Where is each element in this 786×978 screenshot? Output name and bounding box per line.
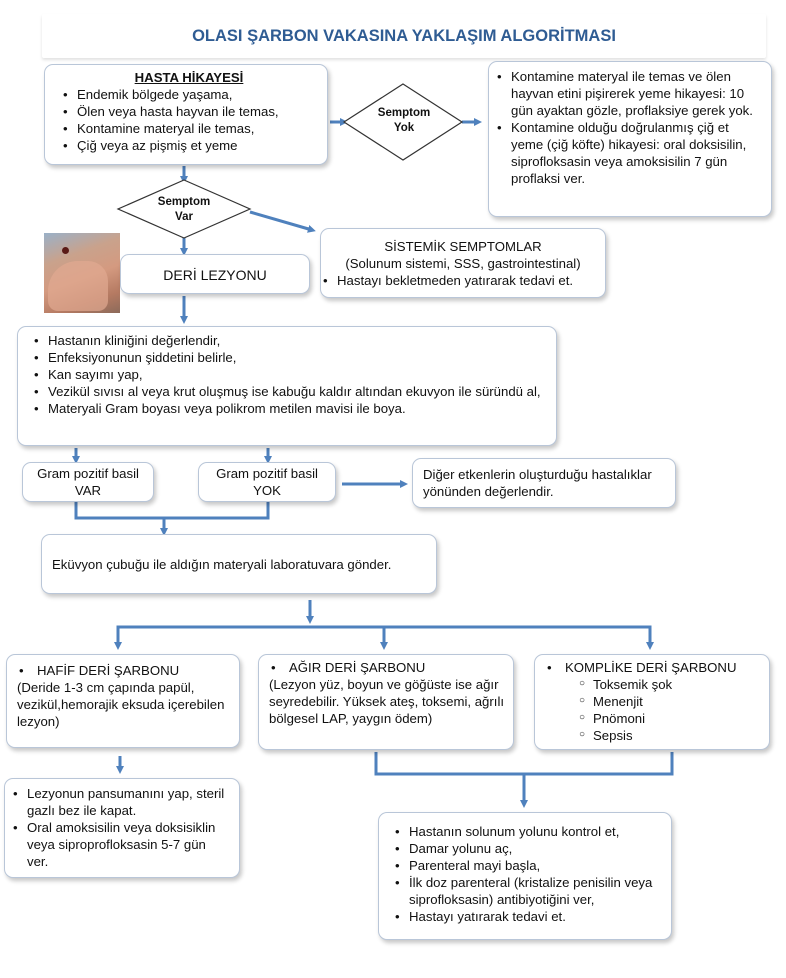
- decision-no-diamond: [342, 83, 464, 161]
- lab-box: Eküvyon çubuğu ile aldığın materyali lab…: [41, 534, 437, 594]
- mild-box: HAFİF DERİ ŞARBONU (Deride 1-3 cm çapınd…: [6, 654, 240, 748]
- skin-lesion-photo: [44, 233, 120, 313]
- other-causes-text: Diğer etkenlerin oluşturduğu hastalıklar…: [423, 467, 652, 499]
- history-heading: HASTA HİKAYESİ: [134, 70, 244, 85]
- complication-item: Toksemik şok: [579, 675, 761, 693]
- severe-treatment-item: Damar yolunu aç,: [393, 840, 659, 857]
- severe-treatment-item: Parenteral mayi başla,: [393, 857, 659, 874]
- mild-treatment-item: Oral amoksisilin veya doksisiklin veya s…: [11, 819, 229, 870]
- history-item: Kontamine materyal ile temas,: [61, 120, 317, 137]
- systemic-item: Hastayı bekletmeden yatırarak tedavi et.: [321, 272, 597, 289]
- systemic-subtitle: (Solunum sistemi, SSS, gastrointestinal): [345, 256, 581, 271]
- page-title: OLASI ŞARBON VAKASINA YAKLAŞIM ALGORİTMA…: [42, 14, 766, 58]
- assessment-item: Vezikül sıvısı al veya krut oluşmuş ise …: [32, 383, 544, 400]
- other-causes-box: Diğer etkenlerin oluşturduğu hastalıklar…: [412, 458, 676, 508]
- severe-merge-line: [374, 752, 674, 776]
- complicated-title: KOMPLİKE DERİ ŞARBONU: [545, 659, 761, 676]
- complication-item: Sepsis: [579, 726, 761, 744]
- severe-treatment-box: Hastanın solunum yolunu kontrol et, Dama…: [378, 812, 672, 940]
- mild-desc: (Deride 1-3 cm çapında papül, vezikül,he…: [17, 680, 225, 729]
- history-item: Ölen veya hasta hayvan ile temas,: [61, 103, 317, 120]
- severe-desc: (Lezyon yüz, boyun ve göğüste ise ağır s…: [269, 677, 505, 726]
- no-symptom-item: Kontamine materyal ile temas ve ölen hay…: [495, 68, 761, 119]
- gram-merge-line: [74, 502, 270, 520]
- assessment-item: Materyali Gram boyası veya polikrom meti…: [32, 400, 544, 417]
- assessment-box: Hastanın kliniğini değerlendir, Enfeksiy…: [17, 326, 557, 446]
- complication-item: Pnömoni: [579, 709, 761, 727]
- skin-lesion-box: DERİ LEZYONU: [120, 254, 310, 294]
- severe-title: AĞIR DERİ ŞARBONU: [269, 659, 505, 676]
- complication-item: Menenjit: [579, 692, 761, 710]
- mild-treatment-item: Lezyonun pansumanını yap, steril gazlı b…: [11, 785, 229, 819]
- decision-yes-diamond: [116, 179, 252, 239]
- lab-text: Eküvyon çubuğu ile aldığın materyali lab…: [52, 557, 392, 572]
- history-item: Endemik bölgede yaşama,: [61, 86, 317, 103]
- severe-treatment-item: İlk doz parenteral (kristalize penisilin…: [393, 874, 659, 908]
- systemic-title: SİSTEMİK SEMPTOMLAR: [384, 239, 542, 254]
- severe-treatment-item: Hastanın solunum yolunu kontrol et,: [393, 823, 659, 840]
- history-box: HASTA HİKAYESİ Endemik bölgede yaşama, Ö…: [44, 64, 328, 165]
- severe-box: AĞIR DERİ ŞARBONU (Lezyon yüz, boyun ve …: [258, 654, 514, 750]
- severe-treatment-item: Hastayı yatırarak tedavi et.: [393, 908, 659, 925]
- arrow-to-systemic: [249, 210, 316, 233]
- assessment-item: Kan sayımı yap,: [32, 366, 544, 383]
- lesion-spot: [62, 247, 69, 254]
- complicated-box: KOMPLİKE DERİ ŞARBONU Toksemik şok Menen…: [534, 654, 770, 750]
- mild-treatment-box: Lezyonun pansumanını yap, steril gazlı b…: [4, 778, 240, 878]
- no-symptom-item: Kontamine olduğu doğrulanmış çiğ et yeme…: [495, 119, 761, 187]
- no-symptom-box: Kontamine materyal ile temas ve ölen hay…: [488, 61, 772, 217]
- history-item: Çiğ veya az pişmiş et yeme: [61, 137, 317, 154]
- mild-title: HAFİF DERİ ŞARBONU: [17, 662, 229, 679]
- systemic-box: SİSTEMİK SEMPTOMLAR (Solunum sistemi, SS…: [320, 228, 606, 298]
- skin-lesion-label: DERİ LEZYONU: [163, 267, 267, 283]
- assessment-item: Enfeksiyonunun şiddetini belirle,: [32, 349, 544, 366]
- assessment-item: Hastanın kliniğini değerlendir,: [32, 332, 544, 349]
